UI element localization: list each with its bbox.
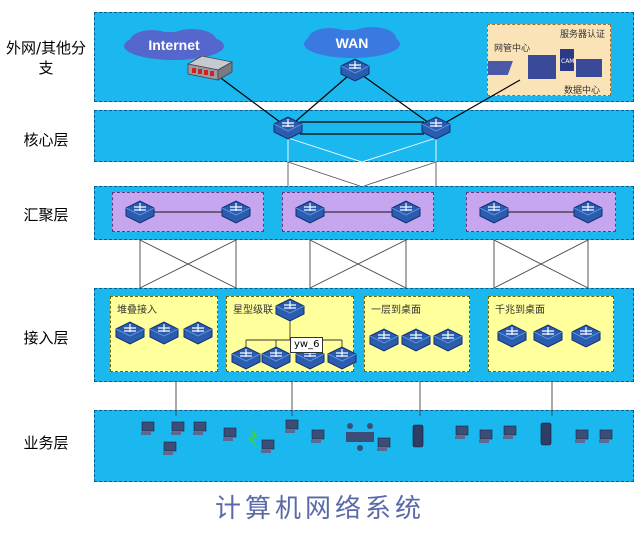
pc-icon (170, 421, 185, 436)
access-switch-icon (261, 346, 291, 370)
access-gigabit-title: 千兆到桌面 (495, 305, 545, 316)
internet-label: Internet (148, 37, 200, 53)
layer-label-aggregation: 汇聚层 (23, 206, 69, 224)
pc-icon (598, 429, 613, 444)
pc-icon (478, 429, 493, 444)
access-switch-icon (275, 298, 305, 322)
aggregation-switch-icon (573, 200, 603, 224)
access-switch-icon (369, 328, 399, 352)
pc-icon (192, 421, 207, 436)
datacenter-box: 网管中心 服务器认证 数据中心 CAM (487, 24, 611, 96)
access-tier1-title: 一层到桌面 (371, 305, 421, 316)
pc-icon (140, 421, 155, 436)
phone-icon (540, 422, 552, 446)
wan-cloud: WAN (302, 26, 402, 60)
pc-icon (574, 429, 589, 444)
pc-icon (222, 427, 237, 442)
datacenter-label: 数据中心 (564, 86, 601, 96)
access-switch-icon (327, 346, 357, 370)
server-label: 服务器认证 (560, 30, 606, 40)
wan-label: WAN (335, 35, 369, 51)
access-switch-icon (571, 324, 601, 348)
aggregation-switch-icon (479, 200, 509, 224)
server-rack-icon (488, 49, 602, 79)
access-switch-icon (533, 324, 563, 348)
camera-label: CAM (561, 58, 574, 65)
hub-icon (346, 423, 374, 451)
pc-icon (502, 425, 517, 440)
pc-icon (162, 441, 177, 456)
nms-label: 网管中心 (494, 44, 531, 54)
aggregation-switch-icon (221, 200, 251, 224)
access-switch-icon (401, 328, 431, 352)
device-tag: yw_6 (290, 337, 324, 353)
access-stack-title: 堆叠接入 (117, 305, 157, 316)
wireless-ap-icon (248, 428, 258, 448)
access-switch-icon (149, 321, 179, 345)
internet-cloud: Internet (122, 28, 226, 62)
aggregation-switch-icon (295, 200, 325, 224)
pc-icon (284, 419, 299, 434)
access-switch-icon (115, 321, 145, 345)
pc-icon (260, 439, 275, 454)
pc-icon (454, 425, 469, 440)
pc-icon (310, 429, 325, 444)
access-switch-icon (183, 321, 213, 345)
access-switch-icon (497, 324, 527, 348)
aggregation-switch-icon (391, 200, 421, 224)
pc-icon (376, 437, 391, 452)
firewall-icon (186, 55, 234, 81)
phone-icon (412, 424, 424, 448)
business-devices (140, 419, 613, 456)
layer-label-external: 外网/其他分支 (5, 39, 87, 77)
access-switch-icon (231, 346, 261, 370)
layer-label-access: 接入层 (23, 329, 69, 347)
layer-label-core: 核心层 (23, 131, 69, 149)
layer-label-business: 业务层 (23, 434, 69, 452)
access-star-title: 星型级联 (233, 305, 273, 316)
aggregation-switch-icon (125, 200, 155, 224)
access-switch-icon (433, 328, 463, 352)
diagram-caption: 计算机网络系统 (214, 494, 425, 524)
